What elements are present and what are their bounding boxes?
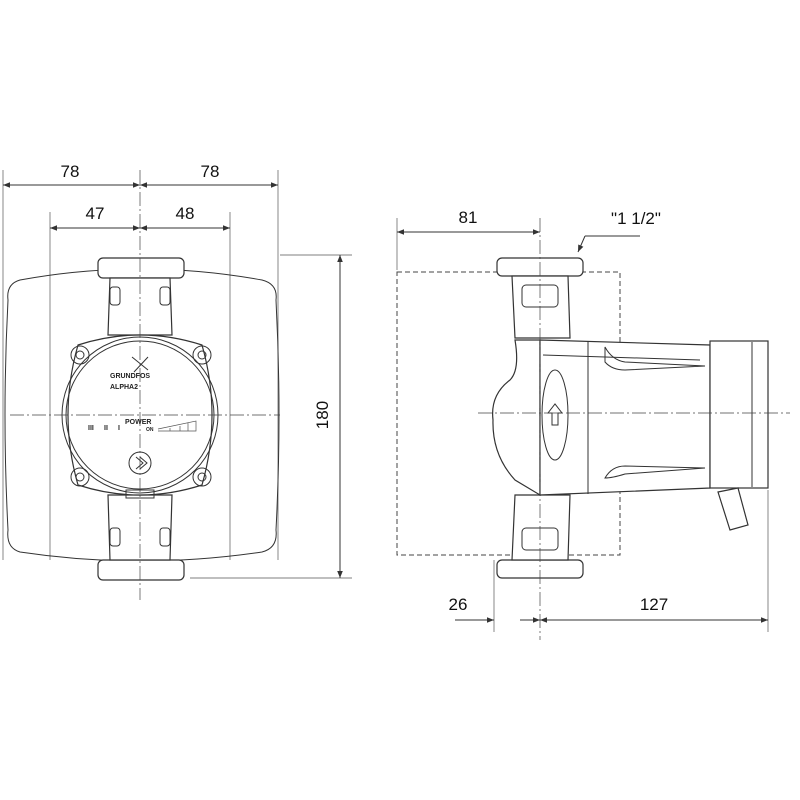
dimension-81: 81 — [397, 208, 540, 235]
power-label: POWER — [125, 419, 151, 426]
front-view: 78 78 47 48 180 GRUNDFOS ALPHA2 III II I… — [2, 162, 352, 600]
dim-height: 180 — [313, 401, 332, 429]
bolt-heads — [70, 345, 212, 487]
dimension-26-127: 26 127 — [449, 595, 768, 623]
on-label: ON — [146, 427, 154, 433]
speed-label-3: III — [88, 425, 94, 432]
connector-plug — [717, 487, 749, 531]
dim-bottom-left: 26 — [449, 595, 468, 614]
thread-size: "1 1/2" — [611, 209, 661, 228]
dim-top: 81 — [459, 208, 478, 227]
thread-callout: "1 1/2" — [577, 209, 661, 253]
speed-label-2: II — [104, 425, 108, 432]
side-view: 81 "1 1/2" 26 127 — [396, 208, 790, 640]
dim-port-right: 48 — [176, 204, 195, 223]
dim-overall-left: 78 — [61, 162, 80, 181]
dim-bottom-right: 127 — [640, 595, 668, 614]
brand-label: GRUNDFOS — [110, 373, 150, 380]
dim-overall-right: 78 — [201, 162, 220, 181]
power-bar-icon — [157, 420, 197, 432]
dimension-180: 180 — [313, 255, 343, 578]
dimension-78-78: 78 78 — [3, 162, 278, 188]
dimension-47-48: 47 48 — [50, 204, 230, 231]
flow-direction-indicator — [541, 369, 569, 461]
dim-port-left: 47 — [86, 204, 105, 223]
model-label: ALPHA2 — [110, 384, 138, 391]
speed-label-1: I — [118, 425, 120, 432]
